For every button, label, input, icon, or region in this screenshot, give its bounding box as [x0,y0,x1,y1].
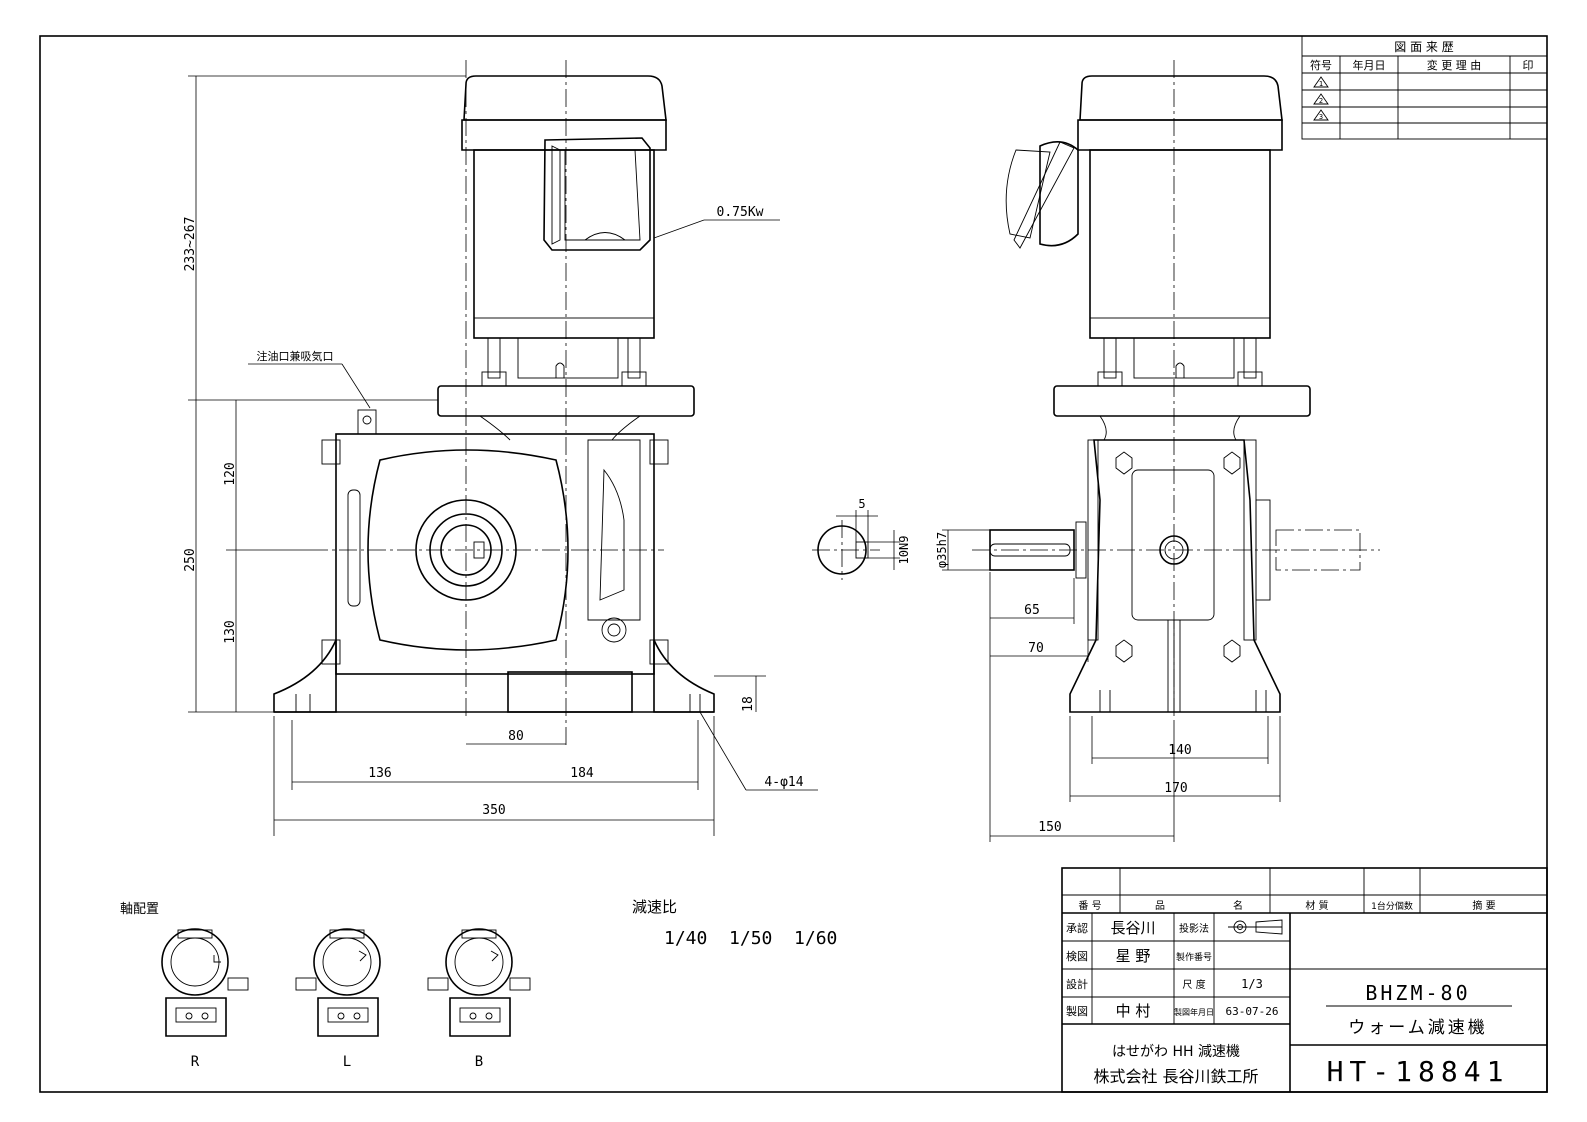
side-dimensions: φ35h7 65 70 140 170 150 [935,529,1281,842]
side-view [972,60,1380,720]
dim-70: 70 [1028,641,1044,656]
title-block: 番 号 品 名 材 質 1台分個数 摘 要 承認 長谷川 検図 星 野 設計 製… [1061,867,1548,1093]
rev-header-reason: 変 更 理 由 [1427,58,1482,72]
dim-150: 150 [1038,820,1061,835]
drawing-border [39,35,1548,1093]
ratio-title: 減速比 [632,898,677,916]
svg-text:3: 3 [1319,113,1323,121]
header-remarks: 摘 要 [1472,899,1495,912]
header-material: 材 質 [1305,899,1328,912]
revision-table: 図 面 来 歴 符号 年月日 変 更 理 由 印 1 2 3 [1301,35,1548,140]
dim-holes: 4-φ14 [764,775,803,790]
dim-350: 350 [482,803,505,818]
dim-18: 18 [741,696,756,712]
scale-value: 1/3 [1241,977,1263,991]
front-view [273,60,715,745]
header-name-a: 品 [1155,900,1165,912]
product-name: ウォーム減速機 [1348,1018,1488,1038]
layout-label-l: L [343,1054,351,1070]
date-label: 製図年月日 [1174,1007,1214,1017]
key-width-5: 5 [858,497,865,511]
dim-136: 136 [368,766,391,781]
front-dimensions: 233~267 250 120 130 18 80 136 184 350 4-… [183,75,818,836]
check-label: 検図 [1066,949,1088,963]
prodno-label: 製作番号 [1176,951,1212,963]
dim-250: 250 [183,548,198,571]
approve-name: 長谷川 [1110,919,1155,937]
draw-label: 製図 [1066,1004,1088,1018]
dim-140: 140 [1168,743,1191,758]
dim-120: 120 [223,462,238,485]
dim-184: 184 [570,766,594,781]
rev-header-symbol: 符号 [1310,59,1332,72]
dim-170: 170 [1164,781,1187,796]
revision-title: 図 面 来 歴 [1394,40,1453,54]
date-value: 63-07-26 [1226,1005,1279,1018]
layout-label-b: B [475,1054,483,1070]
shaft-layout-r: R [161,928,249,1070]
dim-65: 65 [1024,603,1040,618]
oil-inlet-label: 注油口兼吸気口 [257,349,334,363]
header-name-b: 名 [1233,899,1243,912]
layout-label-r: R [191,1054,200,1070]
draw-name: 中 村 [1116,1002,1151,1020]
model-number: BHZM-80 [1365,981,1470,1005]
svg-text:1: 1 [1319,80,1323,88]
dim-height-range: 233~267 [183,217,198,272]
reduction-ratio: 減速比 1/40 1/50 1/60 [632,898,837,949]
projection-symbol-icon [1228,919,1283,935]
projection-label: 投影法 [1179,922,1209,935]
scale-label: 尺 度 [1182,978,1205,991]
key-10n9: 10N9 [897,536,911,565]
shaft-layout-title: 軸配置 [120,902,159,917]
shaft-diameter: φ35h7 [935,532,949,568]
rev-symbol-3: 3 [1313,109,1329,121]
header-qty: 1台分個数 [1371,900,1413,912]
drawing-number: HT-18841 [1327,1055,1510,1088]
rev-symbol-2: 2 [1313,93,1329,105]
dim-130: 130 [223,620,238,643]
svg-text:2: 2 [1319,97,1323,105]
shaft-layout-b: B [427,928,531,1070]
shaft-key-detail: 5 10N9 [812,497,911,580]
dim-80: 80 [508,729,524,744]
motor-power-label: 0.75Kw [717,205,764,220]
check-name: 星 野 [1116,947,1151,965]
rev-header-date: 年月日 [1353,58,1386,72]
header-number: 番 号 [1078,900,1101,912]
rev-header-seal: 印 [1523,59,1534,72]
rev-symbol-1: 1 [1313,76,1329,88]
approve-label: 承認 [1066,921,1088,935]
design-label: 設計 [1066,977,1088,991]
shaft-layout: 軸配置 R L [120,902,531,1070]
company-line2: 株式会社 長谷川鉄工所 [1093,1067,1258,1086]
ratio-values: 1/40 1/50 1/60 [664,928,837,949]
company-line1: はせがわ HH 減速機 [1112,1043,1240,1060]
shaft-layout-l: L [295,928,381,1070]
